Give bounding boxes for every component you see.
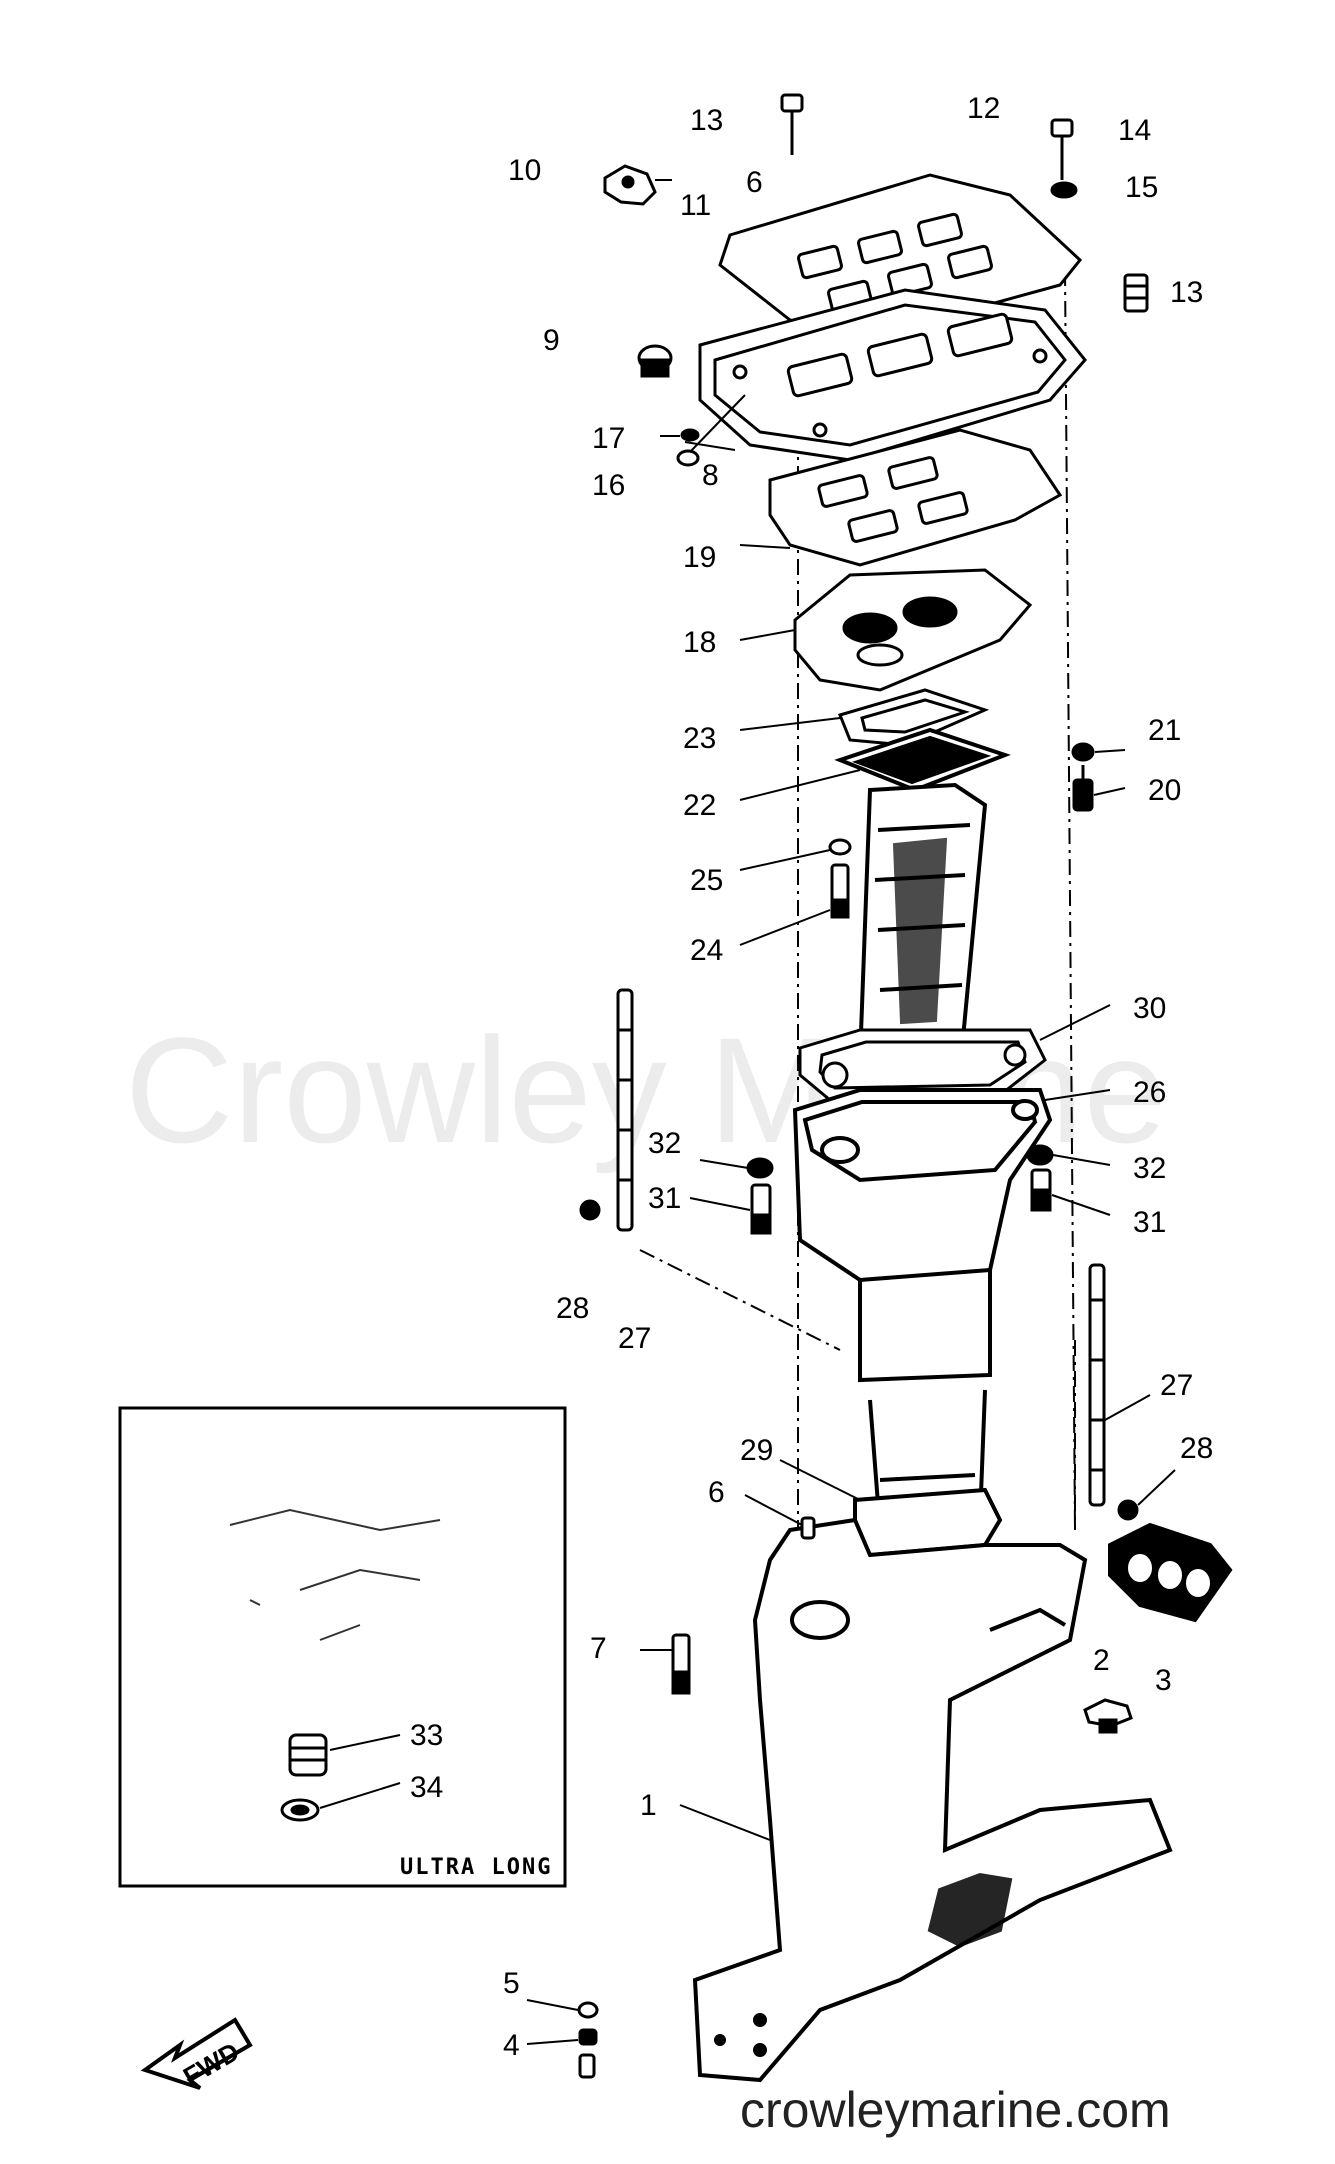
- top-bolts: [780, 93, 1149, 313]
- callout-29: 29: [740, 1434, 773, 1467]
- callout-8: 8: [702, 459, 719, 492]
- exhaust-pipe: [857, 782, 988, 1078]
- callout-labels: 1 2 3 4 5 6 6 7 8 9 10 11 12 13 13 14 15…: [410, 92, 1213, 2062]
- part-19-gasket: [768, 428, 1063, 567]
- callout-1: 1: [640, 1789, 657, 1822]
- part-22-guide-top: [834, 727, 1011, 793]
- fwd-arrow-icon: FWD: [140, 2017, 253, 2092]
- part-18-plate: [793, 568, 1033, 692]
- callout-32-right: 32: [1133, 1152, 1166, 1185]
- callout-10: 10: [508, 154, 541, 187]
- callout-21: 21: [1148, 714, 1181, 747]
- part-11-gasket: [718, 173, 1083, 342]
- callout-32-left: 32: [648, 1127, 681, 1160]
- callout-34: 34: [410, 1771, 443, 1804]
- callout-11: 11: [680, 189, 711, 222]
- callout-28-left: 28: [556, 1292, 589, 1325]
- part-27-left-strip: [579, 988, 634, 1232]
- callout-16: 16: [592, 469, 625, 502]
- parts-31-32: [746, 1144, 1054, 1235]
- part-30-gasket: [798, 1028, 1047, 1102]
- callout-13-right: 13: [1170, 276, 1203, 309]
- callout-13-top: 13: [690, 104, 723, 137]
- callout-30: 30: [1133, 992, 1166, 1025]
- part-8-exhaust-cover: [698, 288, 1087, 462]
- callout-33: 33: [410, 1719, 443, 1752]
- callout-3: 3: [1155, 1664, 1172, 1697]
- callout-4: 4: [503, 2029, 520, 2062]
- parts-20-21: [1071, 742, 1095, 812]
- callout-7: 7: [590, 1632, 607, 1665]
- callout-28-right: 28: [1180, 1432, 1213, 1465]
- part-2-plug: [1083, 1698, 1133, 1734]
- callout-31-left: 31: [648, 1182, 681, 1215]
- callout-6: 6: [708, 1476, 725, 1509]
- callout-25: 25: [690, 864, 723, 897]
- callout-31-right: 31: [1133, 1206, 1166, 1239]
- callout-2: 2: [1093, 1644, 1110, 1677]
- inset-label: ULTRA LONG: [400, 1855, 552, 1880]
- callout-22: 22: [683, 789, 716, 822]
- parts-4-5: [577, 2001, 599, 2079]
- callout-27-left: 27: [618, 1322, 651, 1355]
- parts-24-25: [828, 838, 852, 919]
- part-10-cap: [603, 164, 657, 206]
- callout-20: 20: [1148, 774, 1181, 807]
- leader-lines: [319, 179, 1176, 2045]
- callout-17: 17: [592, 422, 625, 455]
- part-27-right-strip: [1088, 1263, 1139, 1521]
- ultra-long-inset: ULTRA LONG: [118, 1406, 567, 1888]
- callout-23: 23: [683, 722, 716, 755]
- callout-24: 24: [690, 934, 723, 967]
- part-9-grommet: [637, 344, 673, 378]
- parts-6-7: [671, 1516, 816, 1695]
- callout-14: 14: [1118, 114, 1151, 147]
- callout-18: 18: [683, 626, 716, 659]
- callout-9: 9: [543, 324, 560, 357]
- callout-5: 5: [503, 1967, 520, 2000]
- part-26-exhaust-housing: [792, 1088, 1053, 1533]
- callout-15: 15: [1125, 171, 1158, 204]
- callout-27-right: 27: [1160, 1369, 1193, 1402]
- parts-16-17-washers: [676, 428, 700, 467]
- part-1-upper-casing: [692, 1487, 1173, 2083]
- callout-19: 19: [683, 541, 716, 574]
- callout-12: 12: [967, 92, 1000, 125]
- part-3-cover: [1108, 1522, 1233, 1623]
- site-url: crowleymarine.com: [740, 2082, 1171, 2138]
- callout-26: 26: [1133, 1076, 1166, 1109]
- part-23-gasket: [837, 688, 990, 747]
- callout-6-top: 6: [746, 166, 763, 199]
